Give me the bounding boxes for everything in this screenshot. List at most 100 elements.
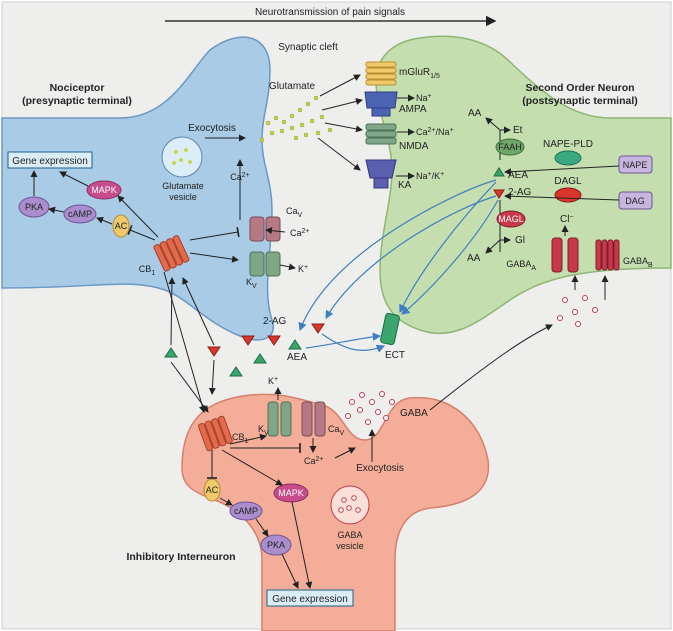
nociceptor-cb1-label: CB1 [139,264,156,277]
gaba-molecules-presynaptic [345,391,395,425]
dagl-enzyme [554,187,582,203]
ect-transporter [380,312,400,346]
nociceptor-kv-channel [249,251,281,277]
interneuron-camp-label: cAMP [234,506,258,516]
interneuron-mapk [273,483,309,503]
ect-label: ECT [385,350,405,361]
second-order-subtitle: (postsynaptic terminal) [522,95,638,107]
nociceptor-camp-label: cAMP [68,209,92,219]
nociceptor-cav-channel [249,216,281,242]
dag-box [618,191,653,210]
interneuron-ac [203,478,221,502]
magl-label: MAGL [498,214,524,224]
aea-retrograde-arrow [298,179,497,332]
interneuron-exocytosis-label: Exocytosis [356,463,404,474]
aea-cleft-triangles [164,339,302,377]
faah-label: FAAH [498,142,522,152]
interneuron-gene-expression-label: Gene expression [272,594,348,605]
aea-cleft-label: AEA [287,352,307,363]
interneuron-ac-label: AC [206,485,219,495]
aea-reuptake-arrow [399,181,497,314]
2ag-postsynaptic-label: 2-AG [508,187,532,198]
et-label: Et [513,125,523,136]
nmda-receptor [365,123,397,145]
nociceptor-cav-label: CaV [286,206,303,219]
ampa-na-label: Na+ [416,93,432,103]
nociceptor-mapk-label: MAPK [91,185,117,195]
2ag-cleft-triangles [207,323,325,357]
nociceptor-kplus-label: K+ [298,264,308,274]
aea-to-ect-arrow [305,332,382,349]
ampa-receptor [364,91,398,117]
aa-top-label: AA [468,108,482,119]
nociceptor-gene-expression-box [7,151,93,169]
interneuron-title: Inhibitory Interneuron [126,551,235,563]
aa-bottom-label: AA [467,253,481,264]
gaba-vesicle-label-1: GABA [337,530,362,540]
interneuron-cb1-receptor [197,415,233,452]
gaba-b-receptor [595,239,620,271]
nociceptor-ca2-label: Ca2+ [230,172,250,182]
interneuron-camp [229,501,263,521]
second-order-title: Second Order Neuron [525,82,634,94]
synaptic-cleft-label: Synaptic cleft [278,42,338,53]
nmda-label: NMDA [399,141,429,152]
interneuron-cav-label: CaV [328,424,345,437]
interneuron-mapk-label: MAPK [278,488,304,498]
magl-enzyme [496,210,526,228]
ka-label: KA [398,180,412,191]
ka-ion-label: Na+/K+ [416,171,444,181]
2ag-postsynaptic-triangle [493,189,505,199]
dag-label: DAG [625,196,645,206]
nape-pld-enzyme [554,150,582,166]
interneuron-kplus-label: K+ [268,376,278,386]
aea-postsynaptic-label: AEA [508,170,528,181]
nociceptor-mapk [86,180,122,200]
dagl-label: DAGL [554,176,582,187]
ka-receptor [365,159,397,189]
gaba-molecules-postsynaptic [557,295,598,327]
ampa-label: AMPA [399,104,427,115]
nape-box [618,155,653,174]
gaba-vesicle [330,485,370,525]
2ag-reuptake-arrow [401,199,499,315]
glutamate-vesicle-label-2: vesicle [169,192,197,202]
cl-label: Cl− [560,214,574,225]
glutamate-vesicle-label-1: Glutamate [162,181,204,191]
interneuron-gene-expression-box [266,589,354,607]
2ag-cleft-label: 2-AG [263,316,287,327]
nociceptor-ca2-channel-label: Ca2+ [290,228,310,238]
nociceptor-ac-label: AC [115,221,128,231]
interneuron-kv-channel [267,401,292,437]
interneuron-cav-channel [301,401,326,437]
nociceptor-cb1-receptor [153,235,190,272]
nociceptor-gene-expression-label: Gene expression [12,156,88,167]
gaba-a-label: GABAA [506,259,536,272]
nociceptor-kv-label: KV [246,277,257,290]
nociceptor-title: Nociceptor [50,82,105,94]
gaba-a-receptor [551,237,579,273]
nociceptor-exocytosis-label: Exocytosis [188,123,236,134]
mglur-label: mGluR1/5 [399,67,440,80]
nociceptor-pka-label: PKA [25,202,43,212]
nape-pld-label: NAPE-PLD [543,139,593,150]
title-text: Neurotransmission of pain signals [255,7,405,18]
glutamate-label: Glutamate [269,81,316,92]
glutamate-vesicle [161,136,203,178]
interneuron-kv-label: KV [258,424,269,437]
aea-postsynaptic-triangle [493,167,505,177]
nape-label: NAPE [623,160,648,170]
2ag-to-ect-arrow [321,333,386,353]
gl-label: Gl [515,235,525,246]
gaba-vesicle-label-2: vesicle [336,541,364,551]
glutamate-molecules [259,95,333,143]
nociceptor-subtitle: (presynaptic terminal) [22,95,132,107]
interneuron-pka-label: PKA [267,540,285,550]
interneuron-ca2-label: Ca2+ [304,456,324,466]
nociceptor-terminal [1,36,274,341]
faah-enzyme [495,138,525,156]
nmda-ion-label: Ca2+/Na+ [416,127,454,137]
interneuron-cb1-label: CB1 [232,432,249,445]
